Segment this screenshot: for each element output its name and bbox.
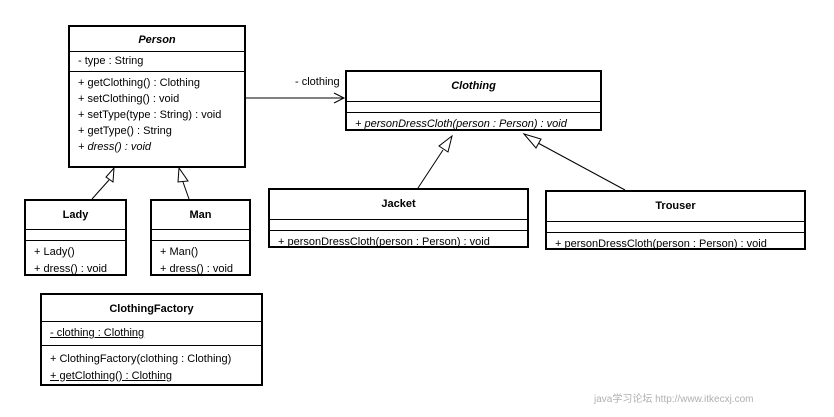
operation: + personDressCloth(person : Person) : vo…	[278, 236, 490, 248]
class-name: Jacket	[270, 190, 527, 220]
operation: + dress() : void	[34, 262, 108, 275]
trouser-generalization-line	[537, 142, 626, 191]
attribute: - clothing : Clothing	[50, 327, 145, 339]
man-generalization-arrow	[177, 166, 189, 183]
operation: + dress() : void	[160, 262, 234, 275]
operation: + getClothing() : Clothing	[50, 369, 172, 382]
jacket-generalization-arrow	[438, 134, 453, 153]
trouser-generalization-arrow	[522, 133, 542, 149]
operations-compartment: + personDressCloth(person : Person) : vo…	[347, 113, 600, 136]
class-clothing[interactable]: Clothing + personDressCloth(person : Per…	[345, 70, 602, 131]
operation: + ClothingFactory(clothing : Clothing)	[50, 353, 232, 365]
operations-compartment: + Lady() + dress() : void	[26, 241, 125, 280]
operation: + getClothing() : Clothing	[78, 77, 200, 89]
class-person[interactable]: Person - type : String + getClothing() :…	[68, 25, 246, 168]
attributes-compartment: - type : String	[70, 52, 244, 72]
class-name: Trouser	[547, 192, 804, 222]
class-clothingfactory[interactable]: ClothingFactory - clothing : Clothing + …	[40, 293, 263, 386]
operation: + setClothing() : void	[78, 93, 180, 105]
attributes-compartment	[347, 102, 600, 113]
association-label: - clothing	[295, 76, 340, 88]
lady-generalization-arrow	[105, 166, 115, 183]
jacket-generalization-line	[417, 149, 444, 189]
watermark: java学习论坛 http://www.itkecxj.com	[594, 394, 754, 405]
class-name: Man	[152, 201, 249, 230]
operation: + getType() : String	[78, 125, 172, 137]
operation: + personDressCloth(person : Person) : vo…	[555, 238, 767, 250]
class-name: Lady	[26, 201, 125, 230]
class-lady[interactable]: Lady + Lady() + dress() : void	[24, 199, 127, 276]
operation: + Man()	[160, 246, 199, 258]
attributes-compartment	[547, 222, 804, 233]
class-trouser[interactable]: Trouser + personDressCloth(person : Pers…	[545, 190, 806, 250]
attributes-compartment	[26, 230, 125, 241]
operations-compartment: + Man() + dress() : void	[152, 241, 249, 280]
operations-compartment: + personDressCloth(person : Person) : vo…	[270, 231, 527, 254]
man-generalization-line	[182, 181, 190, 200]
attributes-compartment: - clothing : Clothing	[42, 322, 261, 346]
operation: + Lady()	[34, 246, 75, 258]
class-name: Clothing	[347, 72, 600, 102]
operation: + personDressCloth(person : Person) : vo…	[355, 118, 567, 130]
operations-compartment: + personDressCloth(person : Person) : vo…	[547, 233, 804, 256]
attributes-compartment	[270, 220, 527, 231]
operations-compartment: + ClothingFactory(clothing : Clothing) +…	[42, 346, 261, 387]
class-name: ClothingFactory	[42, 295, 261, 322]
association-arrowhead	[333, 92, 346, 104]
class-man[interactable]: Man + Man() + dress() : void	[150, 199, 251, 276]
class-name: Person	[70, 27, 244, 52]
operation: + dress() : void	[78, 141, 152, 153]
operations-compartment: + getClothing() : Clothing + setClothing…	[70, 72, 244, 158]
attributes-compartment	[152, 230, 249, 241]
attribute: - type : String	[78, 55, 144, 67]
class-jacket[interactable]: Jacket + personDressCloth(person : Perso…	[268, 188, 529, 248]
operation: + setType(type : String) : void	[78, 109, 222, 121]
lady-generalization-line	[91, 179, 110, 200]
